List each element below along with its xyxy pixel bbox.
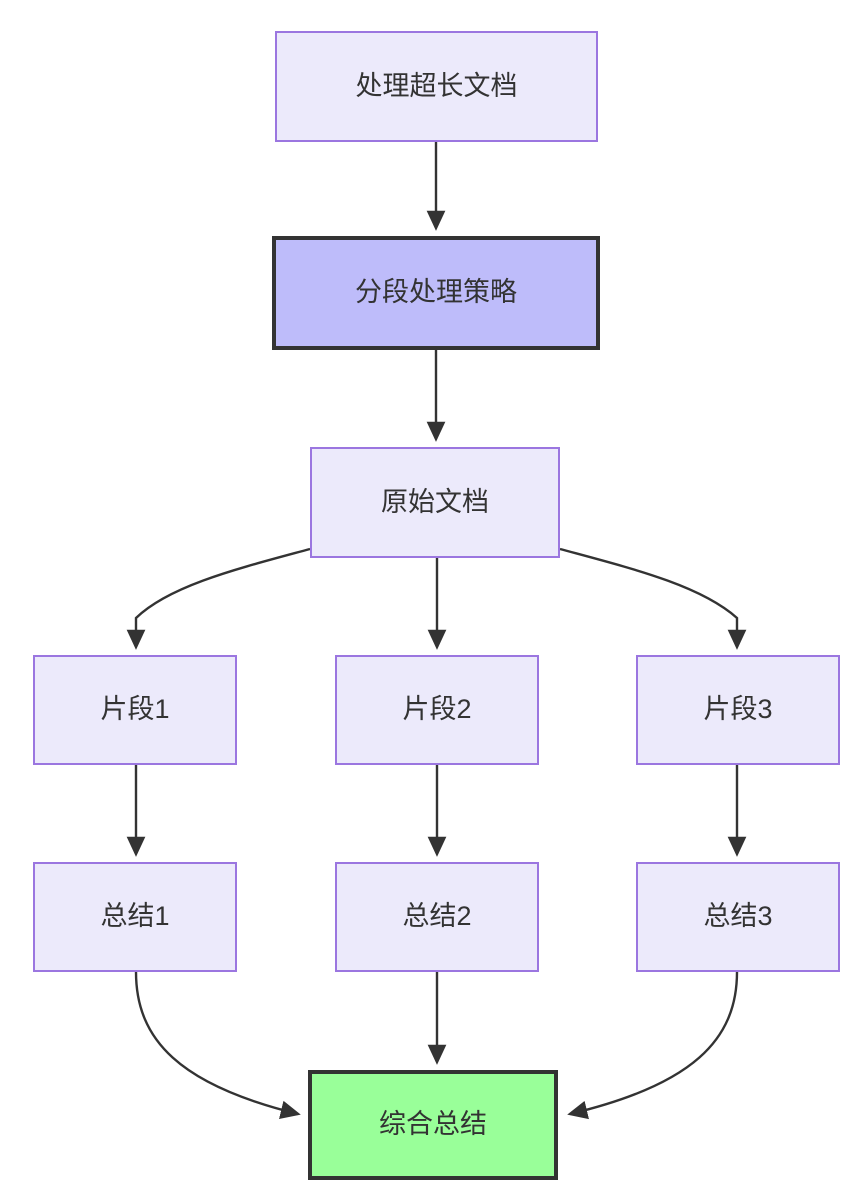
node-n1[interactable]: 处理超长文档 xyxy=(275,31,598,142)
node-n6[interactable]: 片段3 xyxy=(636,655,840,765)
edge-n7-to-n10 xyxy=(134,971,301,1119)
node-label-n3: 原始文档 xyxy=(381,486,489,517)
node-n10[interactable]: 综合总结 xyxy=(308,1070,558,1180)
node-n2[interactable]: 分段处理策略 xyxy=(272,236,600,350)
node-n7[interactable]: 总结1 xyxy=(33,862,237,972)
edge-n9-to-n10 xyxy=(567,971,739,1120)
node-label-n6: 片段3 xyxy=(703,694,773,725)
node-n9[interactable]: 总结3 xyxy=(636,862,840,972)
node-n8[interactable]: 总结2 xyxy=(335,862,539,972)
node-n4[interactable]: 片段1 xyxy=(33,655,237,765)
node-n5[interactable]: 片段2 xyxy=(335,655,539,765)
node-label-n5: 片段2 xyxy=(402,694,472,725)
node-label-n9: 总结3 xyxy=(703,901,773,932)
edge-n3-to-n6 xyxy=(559,547,747,650)
node-label-n2: 分段处理策略 xyxy=(355,277,517,308)
node-n3[interactable]: 原始文档 xyxy=(310,447,560,558)
node-label-n8: 总结2 xyxy=(402,901,472,932)
node-label-n1: 处理超长文档 xyxy=(355,70,518,101)
edge-n3-to-n4 xyxy=(126,547,311,650)
node-label-n4: 片段1 xyxy=(100,694,170,725)
node-label-n10: 综合总结 xyxy=(379,1109,487,1140)
node-label-n7: 总结1 xyxy=(100,901,170,932)
